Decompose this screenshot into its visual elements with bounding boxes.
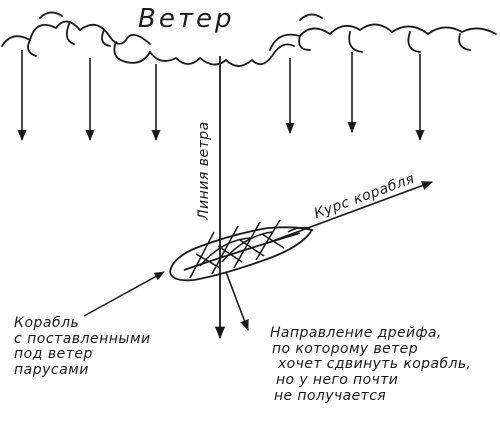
ship-caption-line: с поставленными [14,330,151,347]
drift-caption-line: по которому ветер [272,340,418,357]
wind-arrows [17,50,425,142]
ship-caption: Корабль с поставленными под ветер паруса… [14,315,151,379]
ship-caption-line: под ветер [14,346,93,363]
diagram-title: Ветер [138,4,235,34]
drift-caption-line: хочет сдвинуть корабль, [278,356,472,373]
drift-caption: Направление дрейфа, по которому ветер хо… [270,325,472,404]
drift-caption-line: но у него почти [276,372,399,389]
drift-arrow [225,271,249,332]
ship-caption-line: Корабль [14,315,80,331]
ship-caption-line: парусами [14,362,89,379]
ship-pointer-arrow [83,271,165,317]
ship-sails [189,219,311,279]
drift-caption-line: Направление дрейфа, [270,325,442,341]
ship-hull [169,226,314,282]
wind-line-label: Линия ветра [196,121,212,220]
drift-caption-line: не получается [274,387,387,404]
course-arrow [269,181,434,243]
cloud-outline [1,11,497,67]
